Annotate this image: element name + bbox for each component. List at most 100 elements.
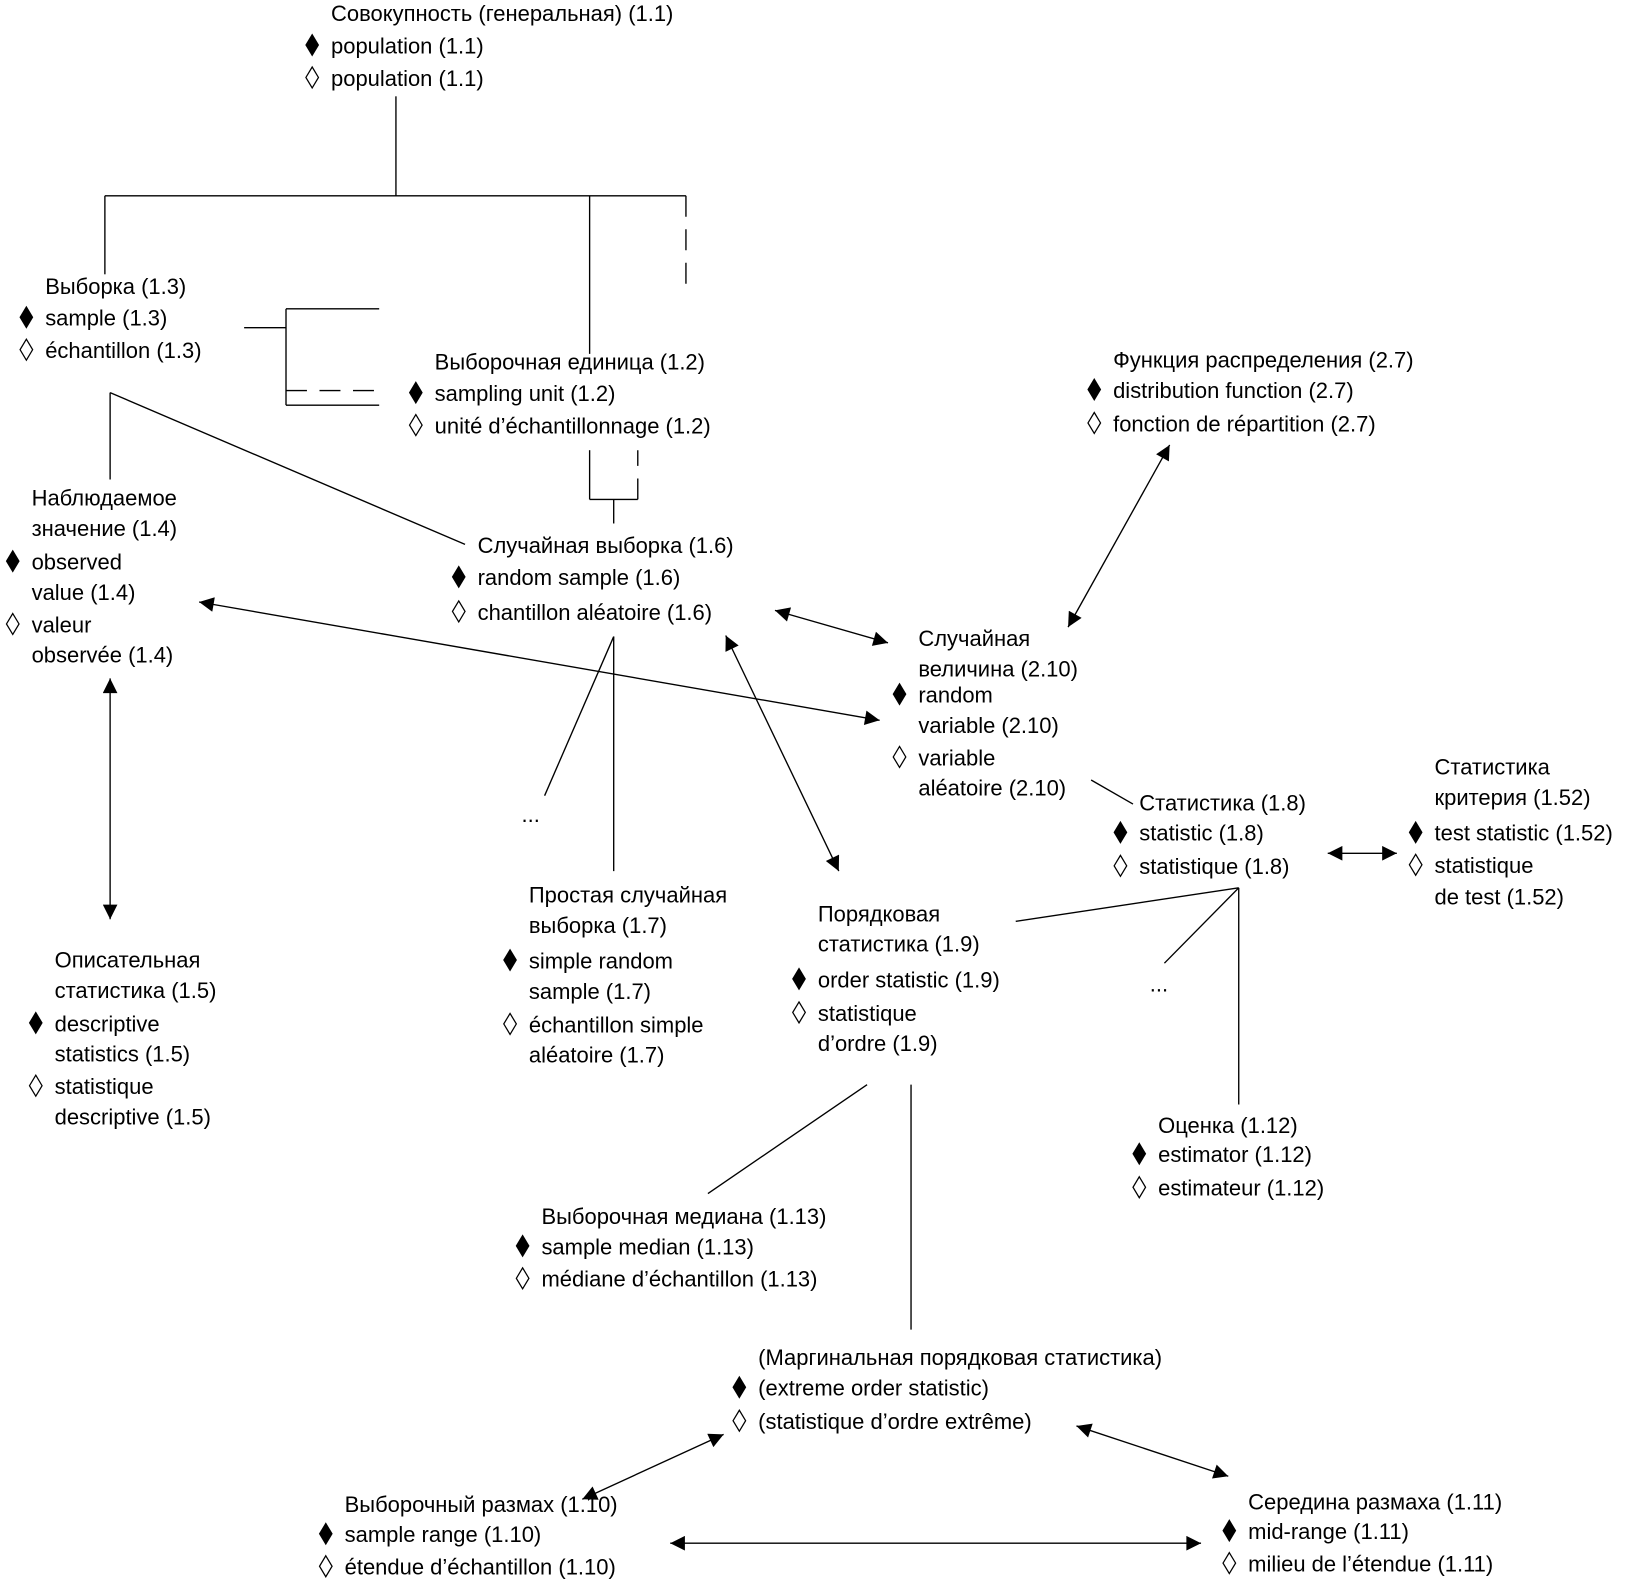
edge-randomsample-more — [543, 636, 615, 796]
term-text: Выборочная единица (1.2) — [435, 350, 705, 375]
hollow-diamond-icon — [318, 1554, 333, 1578]
english-term: distribution function (2.7) — [1113, 378, 1354, 403]
french-term: variable — [918, 745, 995, 770]
english-term: sampling unit (1.2) — [435, 381, 616, 406]
term-text: aléatoire (1.7) — [529, 1043, 665, 1068]
edge-randomsample-randomvar — [774, 607, 889, 646]
english-term: random sample (1.6) — [478, 565, 681, 590]
term-text: значение (1.4) — [32, 516, 177, 541]
term-text: статистика (1.9) — [818, 932, 980, 957]
english-term: sample range (1.10) — [345, 1522, 542, 1547]
ellipsis-random-sample: ... — [522, 802, 540, 827]
english-term: order statistic (1.9) — [818, 967, 1000, 992]
term-node-n1_13: Выборочная медиана (1.13)sample median (… — [515, 1204, 826, 1292]
french-term: unité d’échantillonnage (1.2) — [435, 413, 711, 438]
filled-diamond-icon — [5, 549, 20, 573]
edge-statistic-more — [1163, 887, 1240, 964]
term-node-extreme: (Маргинальная порядковая статистика)(ext… — [732, 1345, 1162, 1434]
edge-extreme-range — [582, 1433, 724, 1500]
double-arrow-connector — [582, 1433, 724, 1500]
french-term: médiane d’échantillon (1.13) — [541, 1267, 817, 1292]
english-term: estimator (1.12) — [1158, 1142, 1312, 1167]
filled-diamond-icon — [732, 1375, 747, 1399]
term-node-n1_52: Статистика критерия (1.52) test statistic … — [1408, 755, 1613, 910]
term-text: de test (1.52) — [1435, 885, 1564, 910]
edge-extreme-midrange — [1076, 1423, 1229, 1479]
term-text: Совокупность (генеральная) (1.1) — [331, 1, 673, 26]
english-term: test statistic (1.52) — [1435, 821, 1613, 846]
connector-line — [1090, 779, 1134, 805]
term-node-n1_4: Наблюдаемое значение (1.4) observed value (… — [5, 486, 177, 668]
term-node-n1_10: Выборочный размах (1.10) sample range (1.… — [318, 1492, 618, 1580]
term-text: Наблюдаемое — [32, 486, 177, 511]
edges-layer — [102, 96, 1397, 1551]
hollow-diamond-icon — [451, 599, 466, 624]
nodes-layer: Совокупность (генеральная) (1.1) populati… — [5, 1, 1613, 1580]
filled-diamond-icon — [305, 33, 320, 57]
french-term: estimateur (1.12) — [1158, 1176, 1324, 1201]
hollow-diamond-icon — [791, 1000, 807, 1025]
term-text: величина (2.10) — [918, 656, 1078, 681]
term-node-n1_7: Простая случайная выборка (1.7) simple ran… — [503, 882, 727, 1068]
term-node-n1_11: Середина размаха (1.11) mid-range (1.11) m… — [1222, 1490, 1502, 1576]
term-text: aléatoire (2.10) — [918, 776, 1066, 801]
french-term: valeur — [32, 612, 92, 637]
term-text: value (1.4) — [32, 580, 136, 605]
filled-diamond-icon — [318, 1522, 333, 1546]
term-text: Выборочный размах (1.10) — [345, 1492, 618, 1517]
double-arrow-connector — [1067, 444, 1171, 628]
term-text: Случайная — [918, 626, 1030, 651]
filled-diamond-icon — [28, 1011, 43, 1035]
filled-diamond-icon — [515, 1234, 530, 1258]
edge-statistic-order — [1015, 887, 1239, 922]
term-text: descriptive (1.5) — [55, 1104, 211, 1129]
term-text: Описательная — [55, 947, 201, 972]
term-text: Середина размаха (1.11) — [1248, 1490, 1502, 1515]
term-text: Статистика — [1435, 755, 1551, 780]
english-term: population (1.1) — [331, 33, 484, 58]
filled-diamond-icon — [1222, 1519, 1237, 1543]
term-text: d’ordre (1.9) — [818, 1031, 938, 1056]
french-term: statistique — [55, 1074, 154, 1099]
edge-randomsample-order — [725, 635, 840, 872]
french-term: statistique — [1435, 853, 1534, 878]
term-text: statistics (1.5) — [55, 1042, 191, 1067]
french-term: milieu de l’étendue (1.11) — [1248, 1551, 1493, 1576]
english-term: statistic (1.8) — [1139, 821, 1264, 846]
french-term: fonction de répartition (2.7) — [1113, 411, 1376, 436]
edge-sample-bracket — [244, 308, 380, 406]
connector-line — [109, 391, 466, 546]
hollow-diamond-icon — [28, 1074, 43, 1098]
english-term: sample median (1.13) — [541, 1234, 753, 1259]
term-text: sample (1.7) — [529, 979, 651, 1004]
term-text: статистика (1.5) — [55, 978, 217, 1003]
term-text: критерия (1.52) — [1435, 785, 1591, 810]
french-term: statistique (1.8) — [1139, 854, 1289, 879]
term-node-n1_2: Выборочная единица (1.2) sampling unit (1… — [408, 350, 711, 438]
french-term: échantillon simple — [529, 1012, 704, 1037]
connector-line — [543, 636, 615, 796]
hollow-diamond-icon — [892, 745, 907, 769]
hollow-diamond-icon — [1113, 854, 1128, 878]
english-term: observed — [32, 550, 122, 575]
term-text: Простая случайная — [529, 882, 727, 907]
term-text: Статистика (1.8) — [1139, 790, 1306, 815]
connector-line — [1015, 887, 1239, 922]
edge-distfunc-randomvar — [1067, 444, 1171, 628]
edge-unit-to-randomsample — [588, 450, 639, 524]
edge-sample-to-randomsample — [109, 391, 466, 546]
filled-diamond-icon — [19, 305, 34, 329]
double-arrow-connector — [1076, 1423, 1229, 1479]
english-term: simple random — [529, 948, 673, 973]
term-text: Оценка (1.12) — [1158, 1113, 1298, 1138]
filled-diamond-icon — [408, 381, 423, 405]
term-text: Функция распределения (2.7) — [1113, 347, 1413, 372]
english-term: mid-range (1.11) — [1248, 1519, 1409, 1544]
filled-diamond-icon — [892, 682, 907, 706]
term-text: выборка (1.7) — [529, 913, 667, 938]
filled-diamond-icon — [1087, 377, 1102, 401]
edge-order-median — [707, 1084, 868, 1195]
term-text: Выборка (1.3) — [45, 274, 186, 299]
